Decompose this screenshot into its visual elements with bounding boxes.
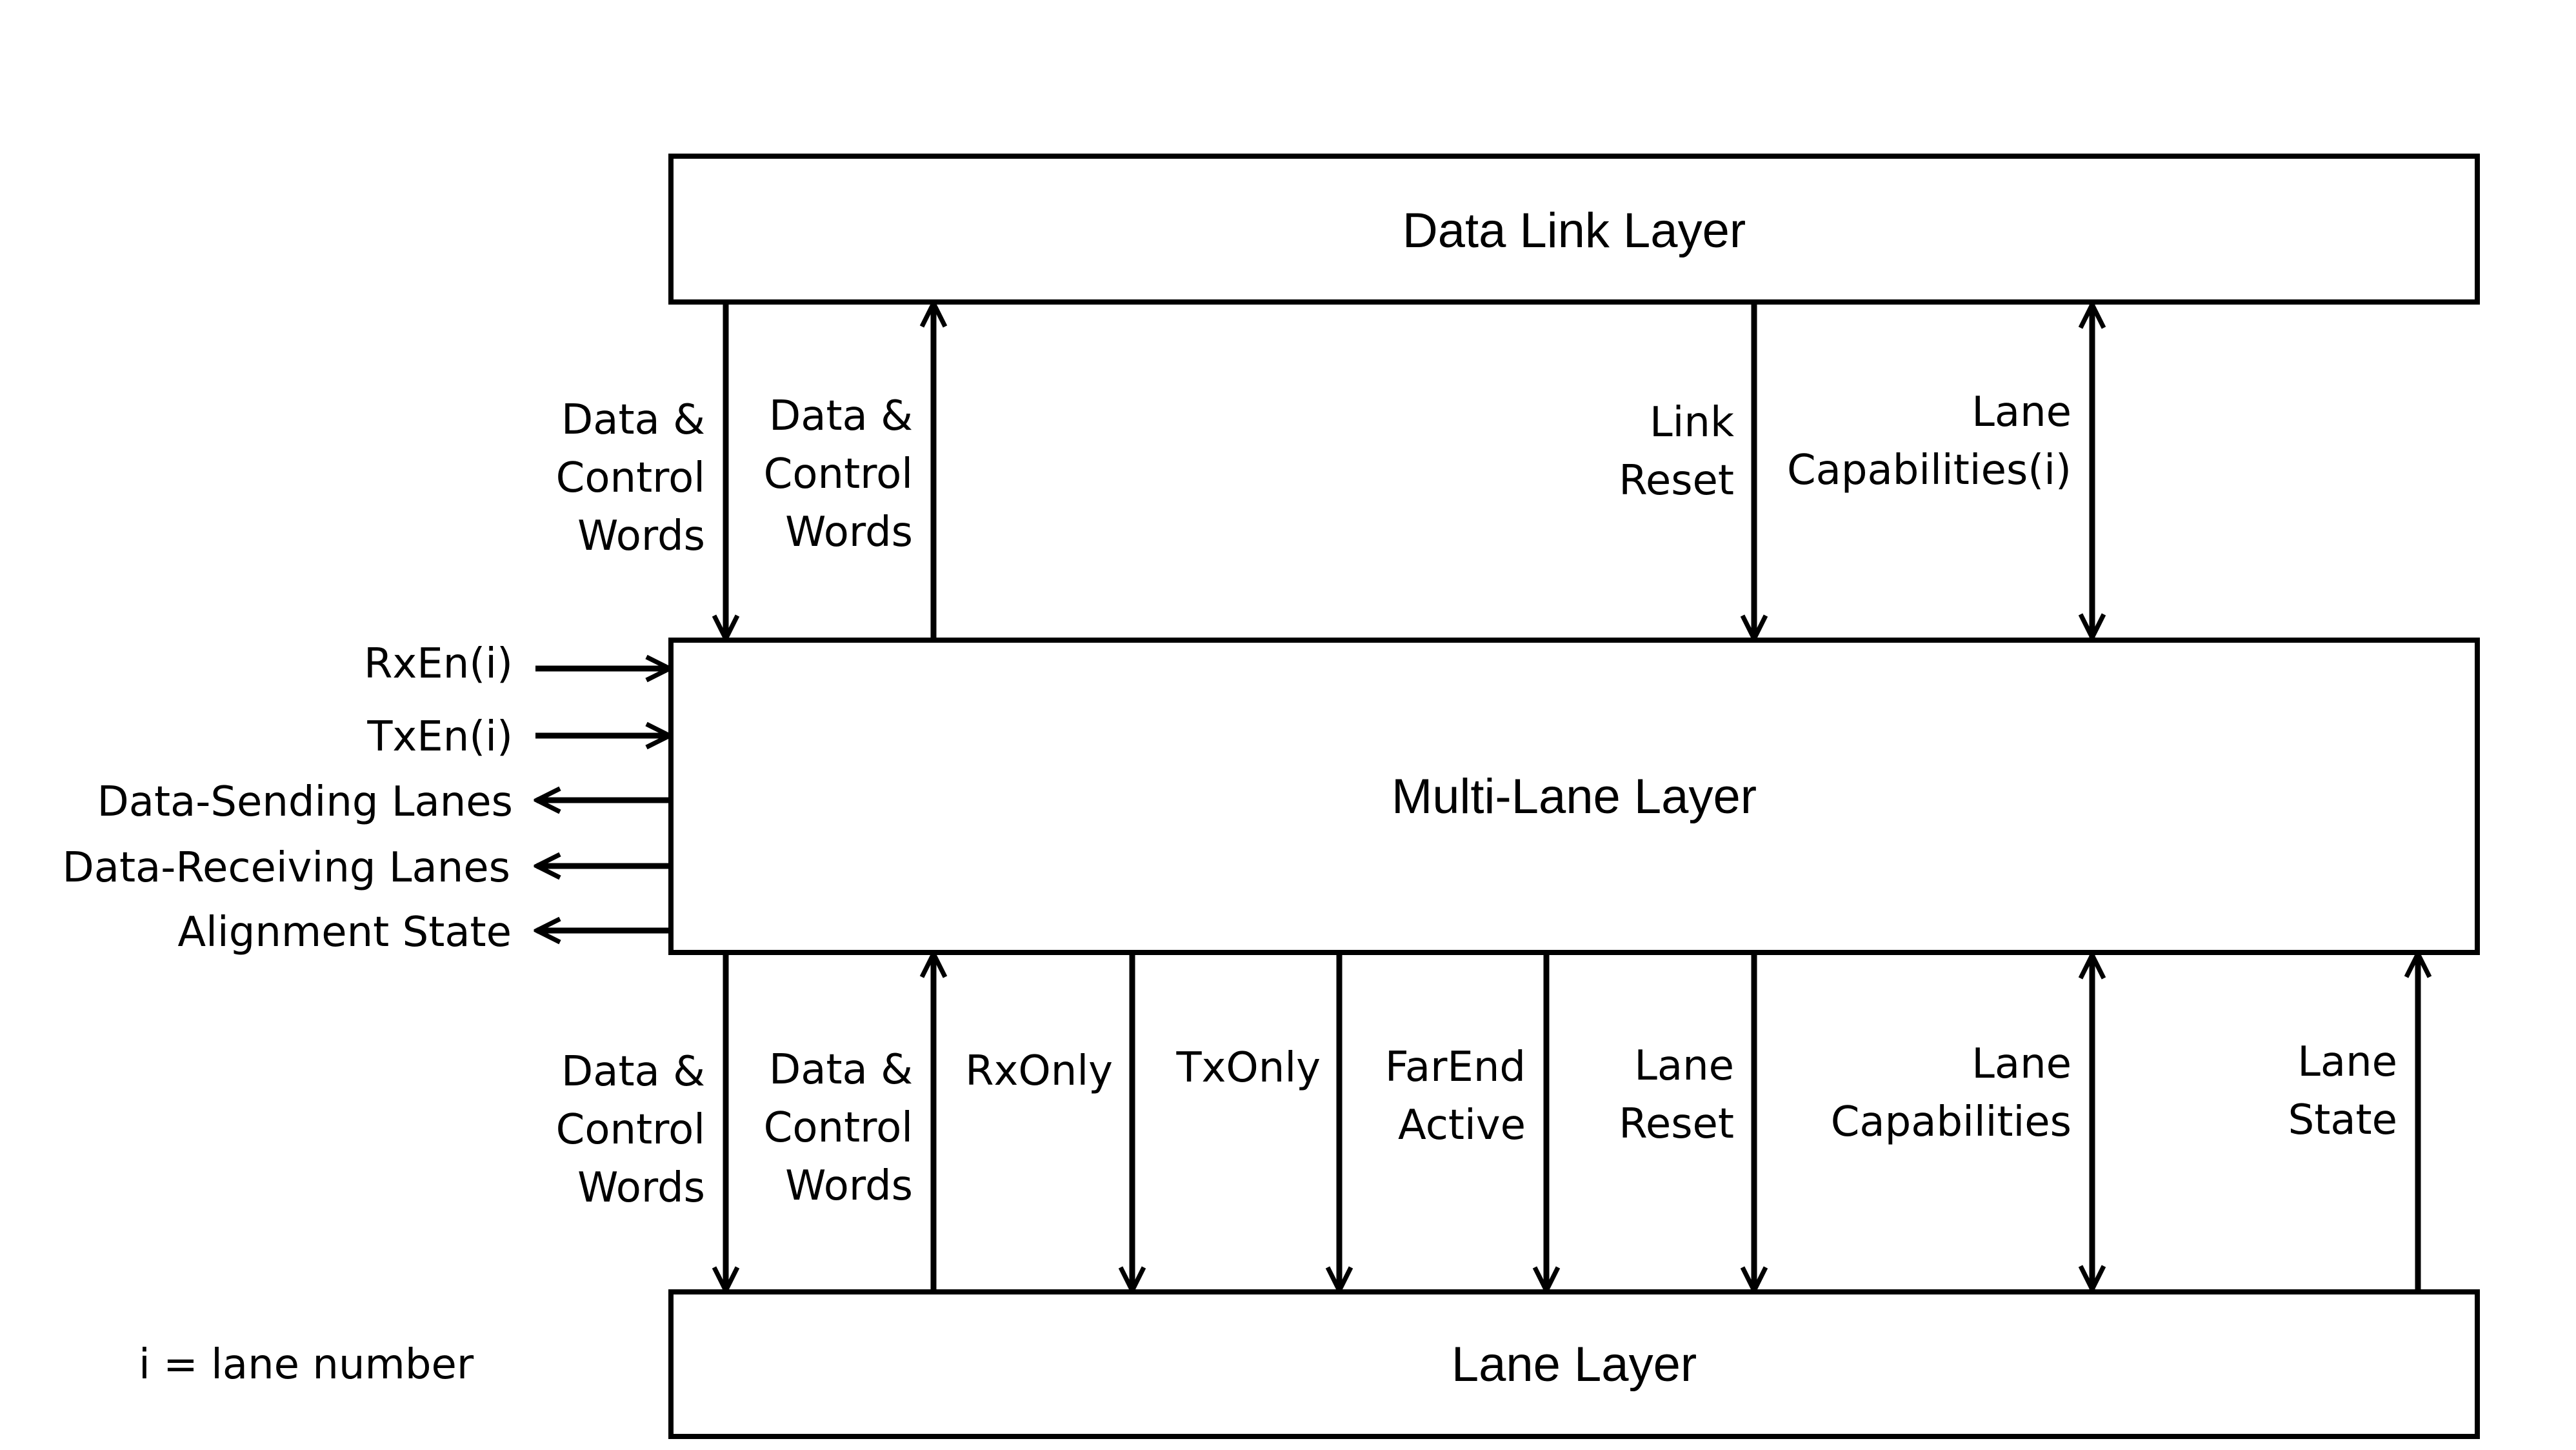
label-line: Lane	[2297, 1038, 2397, 1086]
label-line: Reset	[1619, 457, 1734, 505]
multi-lane-layer-title: Multi-Lane Layer	[1392, 769, 1757, 824]
label-line: Data &	[769, 1046, 913, 1094]
label-line: Lane	[1972, 388, 2072, 436]
txonly-label: TxOnly	[1175, 1044, 1321, 1092]
label-line: Words	[785, 1162, 913, 1210]
data-link-layer-box	[668, 154, 2480, 305]
rxonly-label: RxOnly	[965, 1047, 1113, 1095]
data-receiving-label: Data-Receiving Lanes	[62, 844, 510, 892]
lane-capabilities-label: Lane Capabilities	[1831, 1040, 2072, 1146]
data-sending-label: Data-Sending Lanes	[97, 778, 513, 826]
label-line: Capabilities(i)	[1787, 447, 2072, 494]
lower-dc-down-label: Data & Control Words	[556, 1048, 705, 1212]
lane-layer-box	[668, 1289, 2480, 1439]
label-line: Lane	[1972, 1040, 2072, 1088]
alignment-state-label: Alignment State	[177, 909, 512, 956]
lane-capabilities-i-label: Lane Capabilities(i)	[1787, 388, 2072, 494]
label-line: Words	[577, 1164, 705, 1212]
lane-number-legend: i = lane number	[139, 1341, 474, 1389]
label-line: Data &	[561, 1048, 705, 1096]
label-line: Words	[577, 512, 705, 560]
lower-dc-up-label: Data & Control Words	[764, 1046, 913, 1210]
lane-layer-title: Lane Layer	[1452, 1337, 1697, 1392]
upper-dc-up-label: Data & Control Words	[764, 392, 913, 556]
label-line: Control	[764, 1104, 913, 1152]
txen-label: TxEn(i)	[366, 713, 513, 761]
multi-lane-layer-box	[668, 638, 2480, 955]
rxen-label: RxEn(i)	[364, 640, 513, 688]
label-line: FarEnd	[1385, 1043, 1526, 1091]
label-line: Reset	[1619, 1100, 1734, 1148]
label-line: State	[2288, 1096, 2397, 1144]
label-line: Data &	[561, 396, 705, 444]
label-line: Control	[556, 454, 705, 502]
multi-lane-layer-block: Multi-Lane Layer	[668, 638, 2480, 955]
label-line: Control	[556, 1106, 705, 1154]
lane-state-label: Lane State	[2288, 1038, 2397, 1144]
label-line: Words	[785, 509, 913, 556]
label-line: Lane	[1634, 1042, 1734, 1090]
upper-dc-down-label: Data & Control Words	[556, 396, 705, 560]
label-line: Capabilities	[1831, 1098, 2072, 1146]
link-reset-label: Link Reset	[1619, 399, 1734, 505]
label-line: Control	[764, 450, 913, 498]
label-line: Data &	[769, 392, 913, 440]
lane-reset-label: Lane Reset	[1619, 1042, 1734, 1148]
farend-active-label: FarEnd Active	[1385, 1043, 1526, 1149]
label-line: Active	[1398, 1102, 1526, 1149]
lane-layer-block: Lane Layer	[668, 1289, 2480, 1439]
label-line: Link	[1650, 399, 1734, 447]
data-link-layer-block: Data Link Layer	[668, 154, 2480, 305]
data-link-layer-title: Data Link Layer	[1403, 203, 1746, 258]
